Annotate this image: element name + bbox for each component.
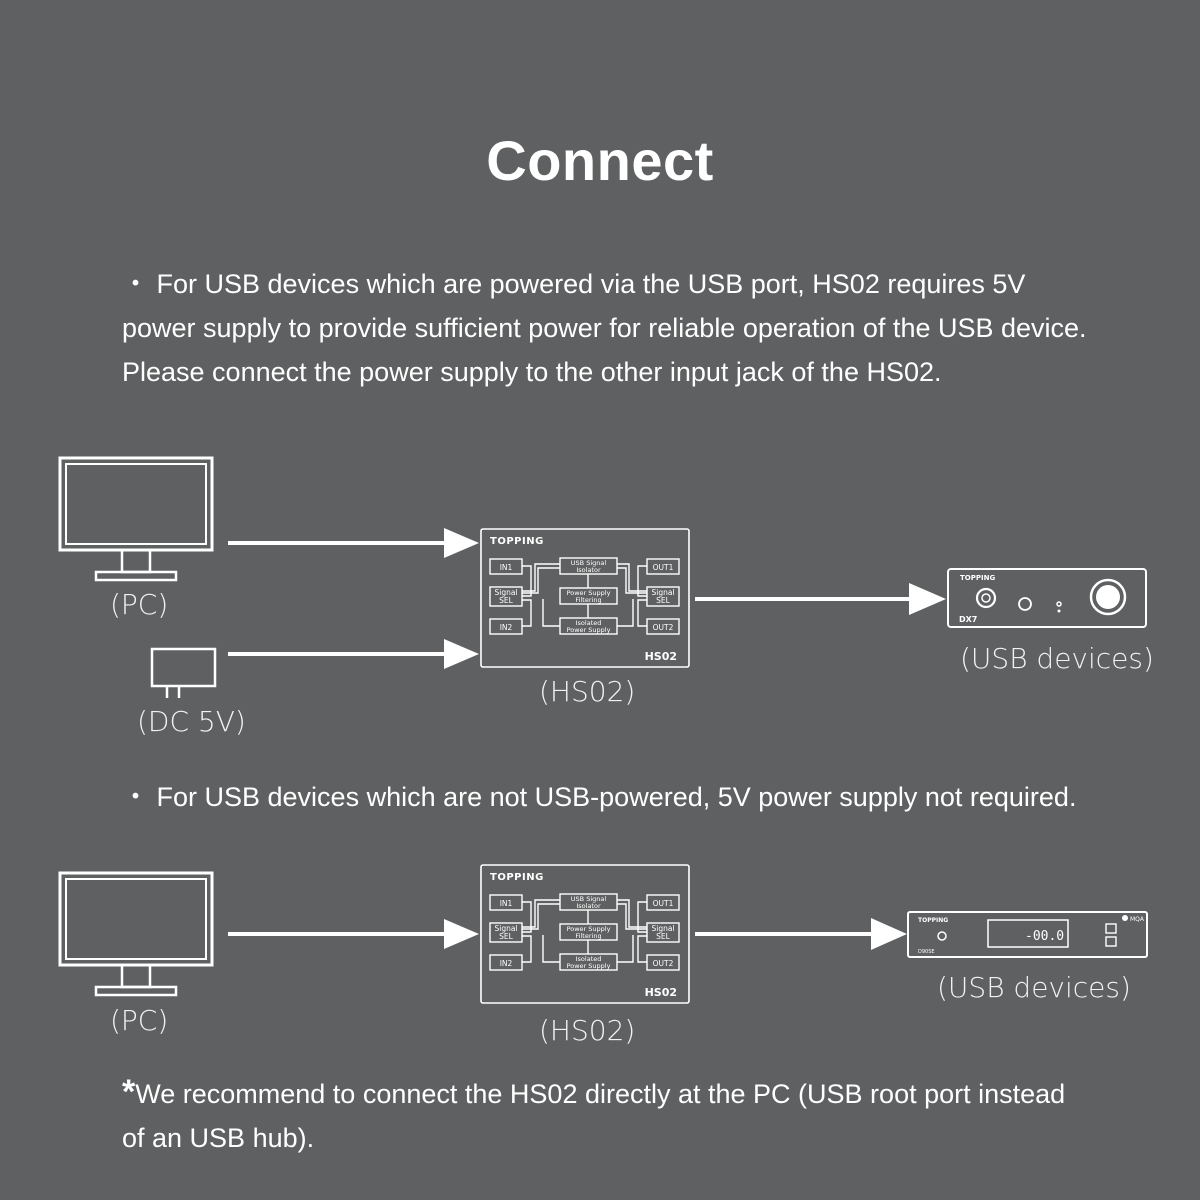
dx7-brand-label: TOPPING (960, 574, 995, 582)
hs02-label: (HS02) (539, 675, 636, 708)
arrow-pc-to-hs02 (228, 528, 479, 558)
d90se-device-icon (907, 911, 1148, 958)
pc-monitor-icon (58, 456, 214, 582)
footnote-star: * (122, 1073, 136, 1111)
usb-device-label-2: (USB devices) (937, 971, 1131, 1004)
pc-label-2: (PC) (110, 1004, 169, 1037)
arrow-power-to-hs02 (228, 639, 479, 669)
non-usb-powered-instruction: ・ For USB devices which are not USB-powe… (122, 782, 1077, 812)
arrow-hs02-to-device-2 (695, 918, 907, 950)
page-title: Connect (486, 129, 714, 192)
d90se-brand-label: TOPPING (918, 917, 948, 924)
hs02-block-diagram-2 (480, 864, 690, 1004)
arrow-pc-to-hs02-2 (228, 919, 479, 949)
hs02-block-diagram (480, 528, 690, 668)
pc-monitor-icon-2 (58, 871, 214, 997)
usb-device-label: (USB devices) (960, 642, 1154, 675)
d90se-display-readout: -00.0 (1025, 929, 1064, 944)
arrow-hs02-to-device (695, 583, 946, 615)
dx7-device-icon (947, 568, 1147, 628)
d90se-mqa-label: MQA (1130, 916, 1145, 923)
hs02-label-2: (HS02) (539, 1014, 636, 1047)
power-label: (DC 5V) (137, 705, 246, 738)
usb-powered-instruction: ・ For USB devices which are powered via … (122, 269, 1087, 387)
dx7-model-label: DX7 (959, 615, 977, 624)
footnote: *We recommend to connect the HS02 direct… (122, 1070, 1092, 1160)
power-adapter-icon (150, 647, 217, 698)
footnote-text: We recommend to connect the HS02 directl… (122, 1079, 1066, 1153)
d90se-model-label: D90SE (918, 949, 935, 955)
pc-label: (PC) (110, 588, 169, 621)
